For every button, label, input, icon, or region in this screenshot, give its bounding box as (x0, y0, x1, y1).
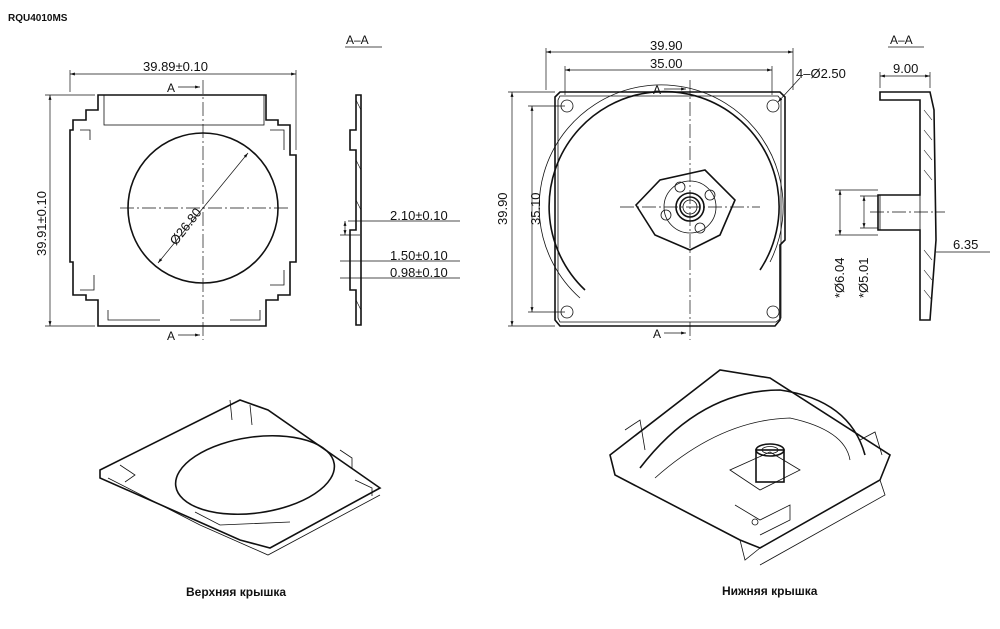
section-mark-top: A (167, 81, 175, 95)
section-title-1: A–A (346, 33, 369, 47)
section-dim-3: 0.98±0.10 (390, 265, 448, 280)
bottom-height-outer: 39.90 (495, 192, 510, 225)
hub-spokes (634, 169, 736, 251)
mount-hole-tr (766, 99, 780, 113)
top-cover-section: A–A 2.10±0.10 1.50±0.10 0.98±0.10 (340, 33, 460, 326)
top-cover-outline (69, 94, 297, 327)
section-dia-2: *Ø5.01 (856, 258, 871, 298)
window-diameter-label: Ø26.80 (167, 205, 205, 248)
bottom-cover-outline (554, 91, 786, 327)
section-dia-1: *Ø6.04 (832, 258, 847, 298)
top-cover-plan-view: Ø26.80 39.89±0.10 39.91±0.10 A A (34, 59, 297, 343)
mount-hole-br (766, 305, 780, 319)
bowl-arc-inner (538, 84, 784, 299)
bottom-width-outer: 39.90 (650, 38, 683, 53)
top-cover-iso-window (174, 434, 336, 516)
section-hub-label: 6.35 (953, 237, 978, 252)
model-number: RQU4010MS (8, 13, 68, 24)
bottom-width-inner: 35.00 (650, 56, 683, 71)
bottom-cover-isometric (609, 369, 891, 566)
top-cover-tab (103, 94, 265, 126)
section-depth-label: 9.00 (893, 61, 918, 76)
section-mark-b-bottom: A (653, 327, 661, 341)
bowl-arc-outer (548, 90, 780, 291)
bowl-rim-iso (639, 389, 866, 469)
bottom-cover-section: A–A 9.00 6.35 *Ø6.04 *Ø5.01 (832, 33, 990, 321)
section-dim-1: 2.10±0.10 (390, 208, 448, 223)
bottom-height-inner: 35.10 (528, 192, 543, 225)
top-height-label: 39.91±0.10 (34, 191, 49, 256)
holes-callout: 4–Ø2.50 (796, 66, 846, 81)
top-width-label: 39.89±0.10 (143, 59, 208, 74)
section-mark-b-top: A (653, 83, 661, 97)
section-mark-bottom: A (167, 329, 175, 343)
hub-iso (755, 449, 785, 483)
bottom-cover-plan-view: 39.90 35.00 39.90 35.10 4–Ø2.50 A A (495, 38, 846, 341)
section-title-2: A–A (890, 33, 913, 47)
section-dim-2: 1.50±0.10 (390, 248, 448, 263)
caption-bottom-cover: Нижняя крышка (722, 584, 818, 598)
caption-top-cover: Верхняя крышка (186, 585, 286, 599)
top-cover-isometric (99, 399, 382, 556)
